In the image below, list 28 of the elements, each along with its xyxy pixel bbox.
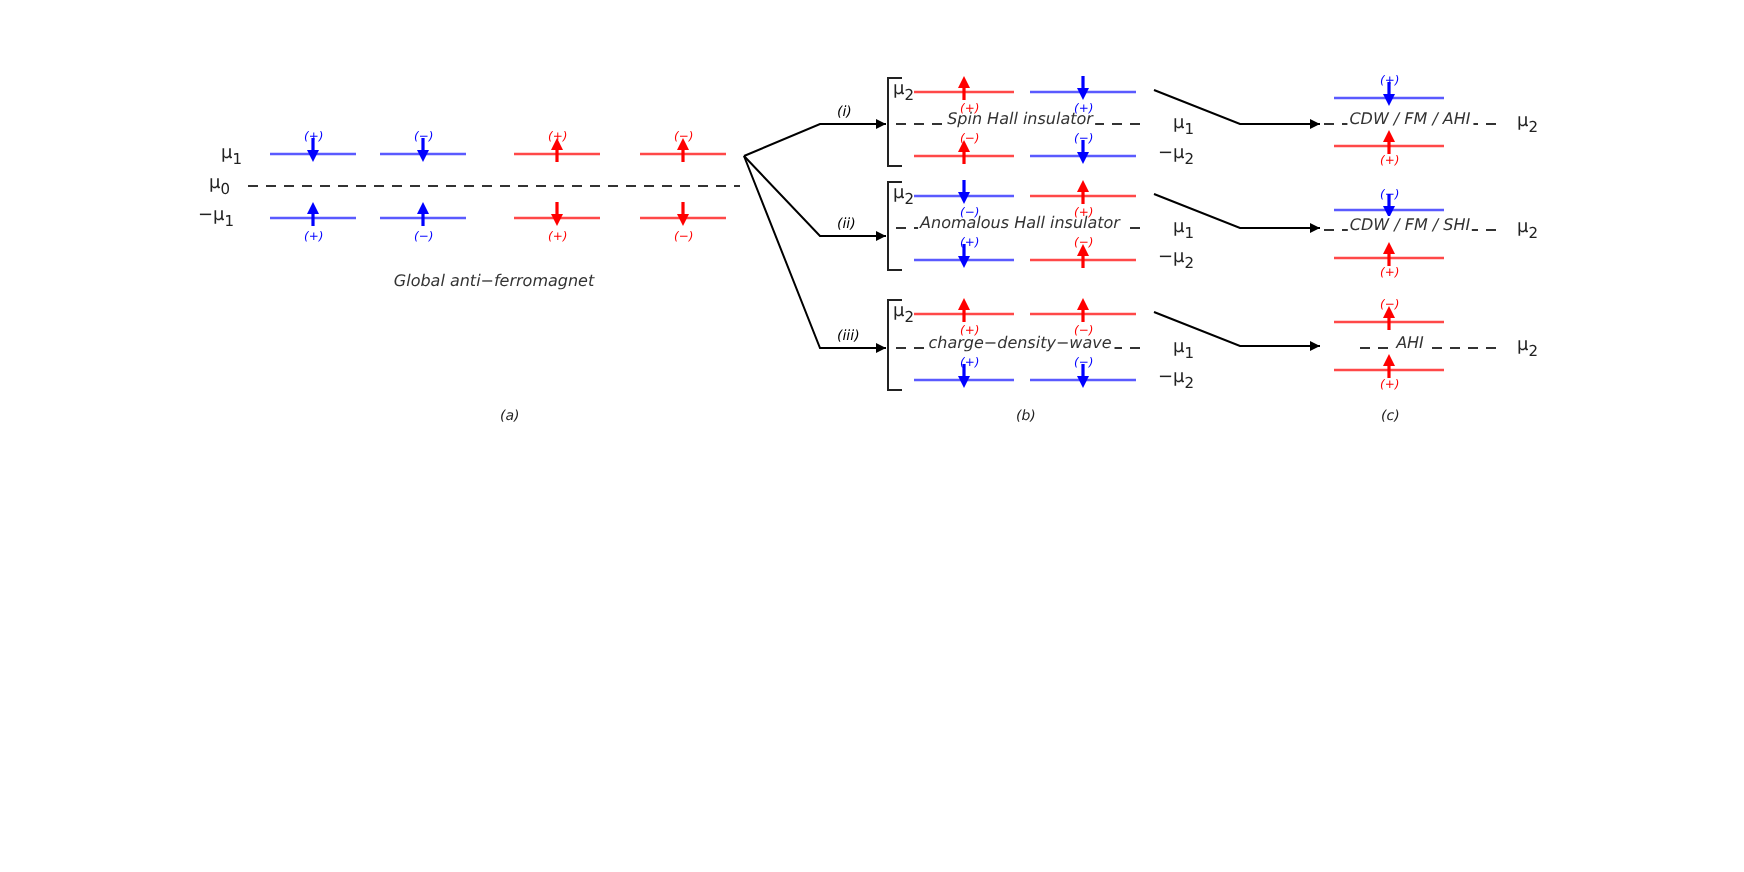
- potential-label: −μ$_{2}$: [1158, 250, 1195, 271]
- phase-label: CDW / FM / AHI: [1347, 110, 1473, 128]
- potential-label: μ$_{0}$: [209, 176, 231, 197]
- phase-label: Anomalous Hall insulator: [918, 214, 1122, 232]
- potential-label: μ$_{2}$: [1517, 114, 1539, 135]
- arrow: [743, 155, 887, 241]
- potential-label: μ$_{1}$: [1173, 340, 1195, 361]
- potential-label: μ$_{2}$: [893, 186, 915, 207]
- potential-label: μ$_{1}$: [221, 146, 243, 167]
- arrow: [743, 119, 887, 157]
- potential-label: −μ$_{2}$: [1158, 370, 1195, 391]
- potential-label: μ$_{1}$: [1173, 116, 1195, 137]
- potential-label: −μ$_{2}$: [1158, 146, 1195, 167]
- potential-label: μ$_{2}$: [1517, 338, 1539, 359]
- arrow: [743, 155, 887, 353]
- arrow: [1153, 193, 1321, 233]
- potential-label: μ$_{2}$: [893, 82, 915, 103]
- potential-label: μ$_{2}$: [893, 304, 915, 325]
- potential-label: −μ$_{1}$: [198, 208, 235, 229]
- phase-label: Spin Hall insulator: [945, 110, 1095, 128]
- arrow: [1153, 311, 1321, 351]
- phase-label: CDW / FM / SHI: [1347, 216, 1473, 234]
- phase-label: AHI: [1394, 334, 1426, 352]
- phase-label: charge−density−wave: [926, 334, 1114, 352]
- potential-label: μ$_{2}$: [1517, 220, 1539, 241]
- arrow: [1153, 89, 1321, 129]
- potential-label: μ$_{1}$: [1173, 220, 1195, 241]
- phase-label: Global anti−ferromagnet: [391, 272, 597, 290]
